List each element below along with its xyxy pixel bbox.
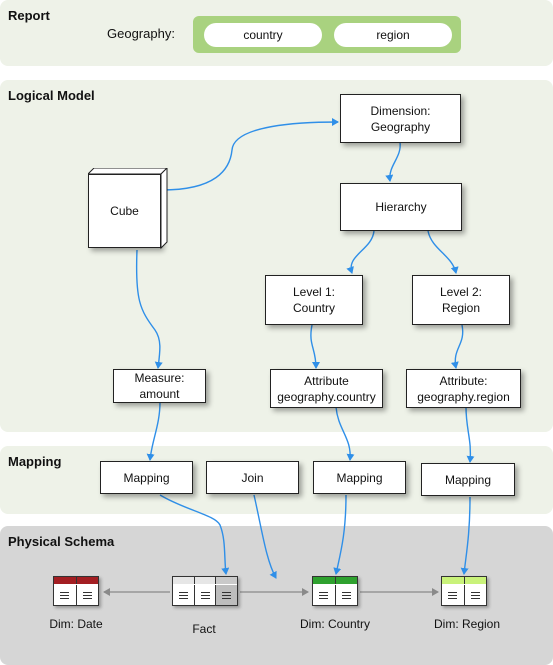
- attribute-region-box[interactable]: Attribute: geography.region: [406, 369, 521, 408]
- cube-box[interactable]: Cube: [88, 174, 161, 248]
- country-mapping-box[interactable]: Mapping: [313, 461, 406, 494]
- logical-model-title: Logical Model: [8, 88, 95, 103]
- measure-label: Measure:: [134, 371, 185, 385]
- level2-region-box[interactable]: Level 2: Region: [412, 275, 510, 325]
- join-box[interactable]: Join: [206, 461, 299, 494]
- attribute-country-box[interactable]: Attribute geography.country: [270, 369, 383, 408]
- mapping-label: Mapping: [336, 470, 383, 485]
- join-label: Join: [241, 470, 264, 485]
- measure-mapping-box[interactable]: Mapping: [100, 461, 193, 494]
- fact-caption: Fact: [192, 622, 216, 636]
- cube-label: Cube: [110, 204, 139, 218]
- dimension-name: Geography: [370, 119, 431, 134]
- dim-date-table-icon[interactable]: [53, 576, 99, 606]
- physical-schema-title: Physical Schema: [8, 534, 115, 549]
- measure-name: amount: [139, 387, 180, 401]
- measure-amount-box[interactable]: Measure: amount: [113, 369, 206, 403]
- level1-name: Country: [292, 301, 336, 315]
- dim-country-caption: Dim: Country: [299, 617, 370, 631]
- attribute-region-label: Attribute:: [439, 373, 488, 388]
- dimension-label: Dimension:: [370, 103, 431, 118]
- region-pill[interactable]: region: [334, 23, 452, 47]
- dim-country-table-icon[interactable]: [312, 576, 358, 606]
- dimension-geography-box[interactable]: Dimension: Geography: [340, 94, 461, 143]
- hierarchy-label: Hierarchy: [375, 200, 427, 214]
- region-mapping-box[interactable]: Mapping: [421, 463, 515, 496]
- level1-label: Level 1:: [292, 285, 336, 299]
- level2-label: Level 2:: [439, 285, 483, 299]
- mapping-label: Mapping: [123, 470, 170, 485]
- hierarchy-box[interactable]: Hierarchy: [340, 183, 462, 231]
- report-panel: Report Geography: country region: [0, 0, 553, 66]
- level1-country-box[interactable]: Level 1: Country: [265, 275, 363, 325]
- attribute-country-name: geography.country: [277, 389, 376, 404]
- report-title: Report: [8, 8, 50, 23]
- geography-label: Geography:: [107, 26, 175, 41]
- dim-date-caption: Dim: Date: [49, 617, 103, 631]
- level2-name: Region: [441, 301, 481, 315]
- dim-region-caption: Dim: Region: [433, 617, 501, 631]
- dim-region-table-icon[interactable]: [441, 576, 487, 606]
- mapping-label: Mapping: [444, 472, 492, 487]
- attribute-country-label: Attribute: [304, 373, 349, 388]
- fact-table-icon[interactable]: [172, 576, 238, 606]
- geography-bar: country region: [193, 16, 461, 53]
- attribute-region-name: geography.region: [417, 389, 510, 404]
- country-pill[interactable]: country: [204, 23, 322, 47]
- mapping-title: Mapping: [8, 454, 62, 469]
